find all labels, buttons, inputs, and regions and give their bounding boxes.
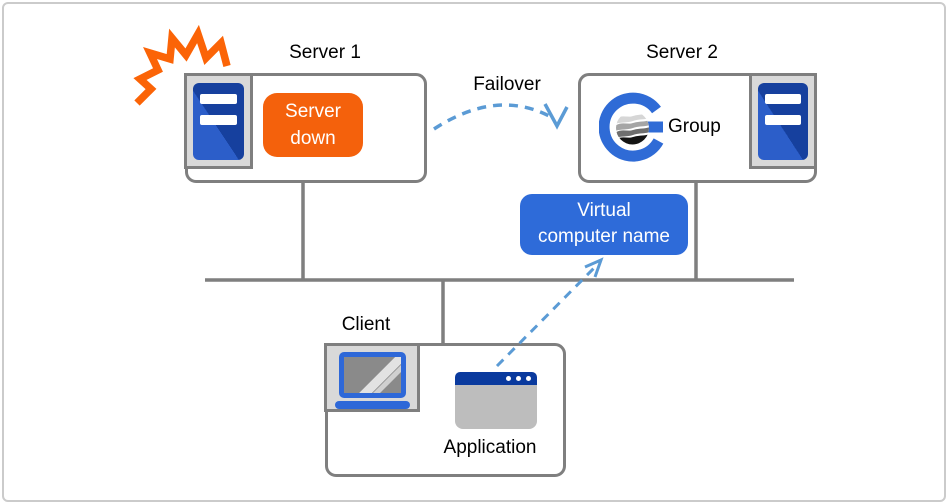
failover-arrowhead bbox=[543, 103, 569, 130]
server-tower-icon bbox=[193, 83, 244, 160]
server-drive-slot bbox=[200, 94, 237, 104]
server1-icon-frame bbox=[184, 73, 253, 169]
laptop-base bbox=[335, 401, 410, 409]
virtual-name-line2: computer name bbox=[537, 226, 670, 247]
application-label: Application bbox=[443, 437, 537, 458]
laptop-icon-frame bbox=[324, 343, 420, 412]
server-drive-slot bbox=[200, 115, 237, 125]
server1-title: Server 1 bbox=[289, 42, 361, 63]
app-window-titlebar bbox=[455, 372, 537, 385]
failover-label: Failover bbox=[473, 74, 541, 95]
cluster-group-icon bbox=[599, 92, 664, 162]
app-window-icon bbox=[455, 372, 537, 429]
virtual-computer-name-badge: Virtual computer name bbox=[520, 194, 688, 255]
server-down-line2: down bbox=[290, 128, 336, 149]
laptop-icon bbox=[339, 352, 406, 398]
titlebar-dot bbox=[526, 376, 531, 381]
server-drive-slot bbox=[765, 94, 801, 104]
server2-title: Server 2 bbox=[646, 42, 718, 63]
client-title: Client bbox=[341, 314, 391, 335]
server-drive-slot bbox=[765, 115, 801, 125]
server-tower-icon bbox=[758, 83, 808, 160]
titlebar-dot bbox=[506, 376, 511, 381]
application-access-arrowhead bbox=[584, 257, 604, 278]
app-window-body bbox=[455, 385, 537, 429]
virtual-name-line1: Virtual bbox=[577, 200, 631, 221]
server-down-line1: Server bbox=[285, 101, 341, 122]
server-down-badge: Server down bbox=[263, 93, 363, 157]
failover-arrow bbox=[433, 103, 552, 131]
group-label: Group bbox=[668, 116, 721, 137]
titlebar-dot bbox=[516, 376, 521, 381]
server2-icon-frame bbox=[749, 73, 817, 169]
